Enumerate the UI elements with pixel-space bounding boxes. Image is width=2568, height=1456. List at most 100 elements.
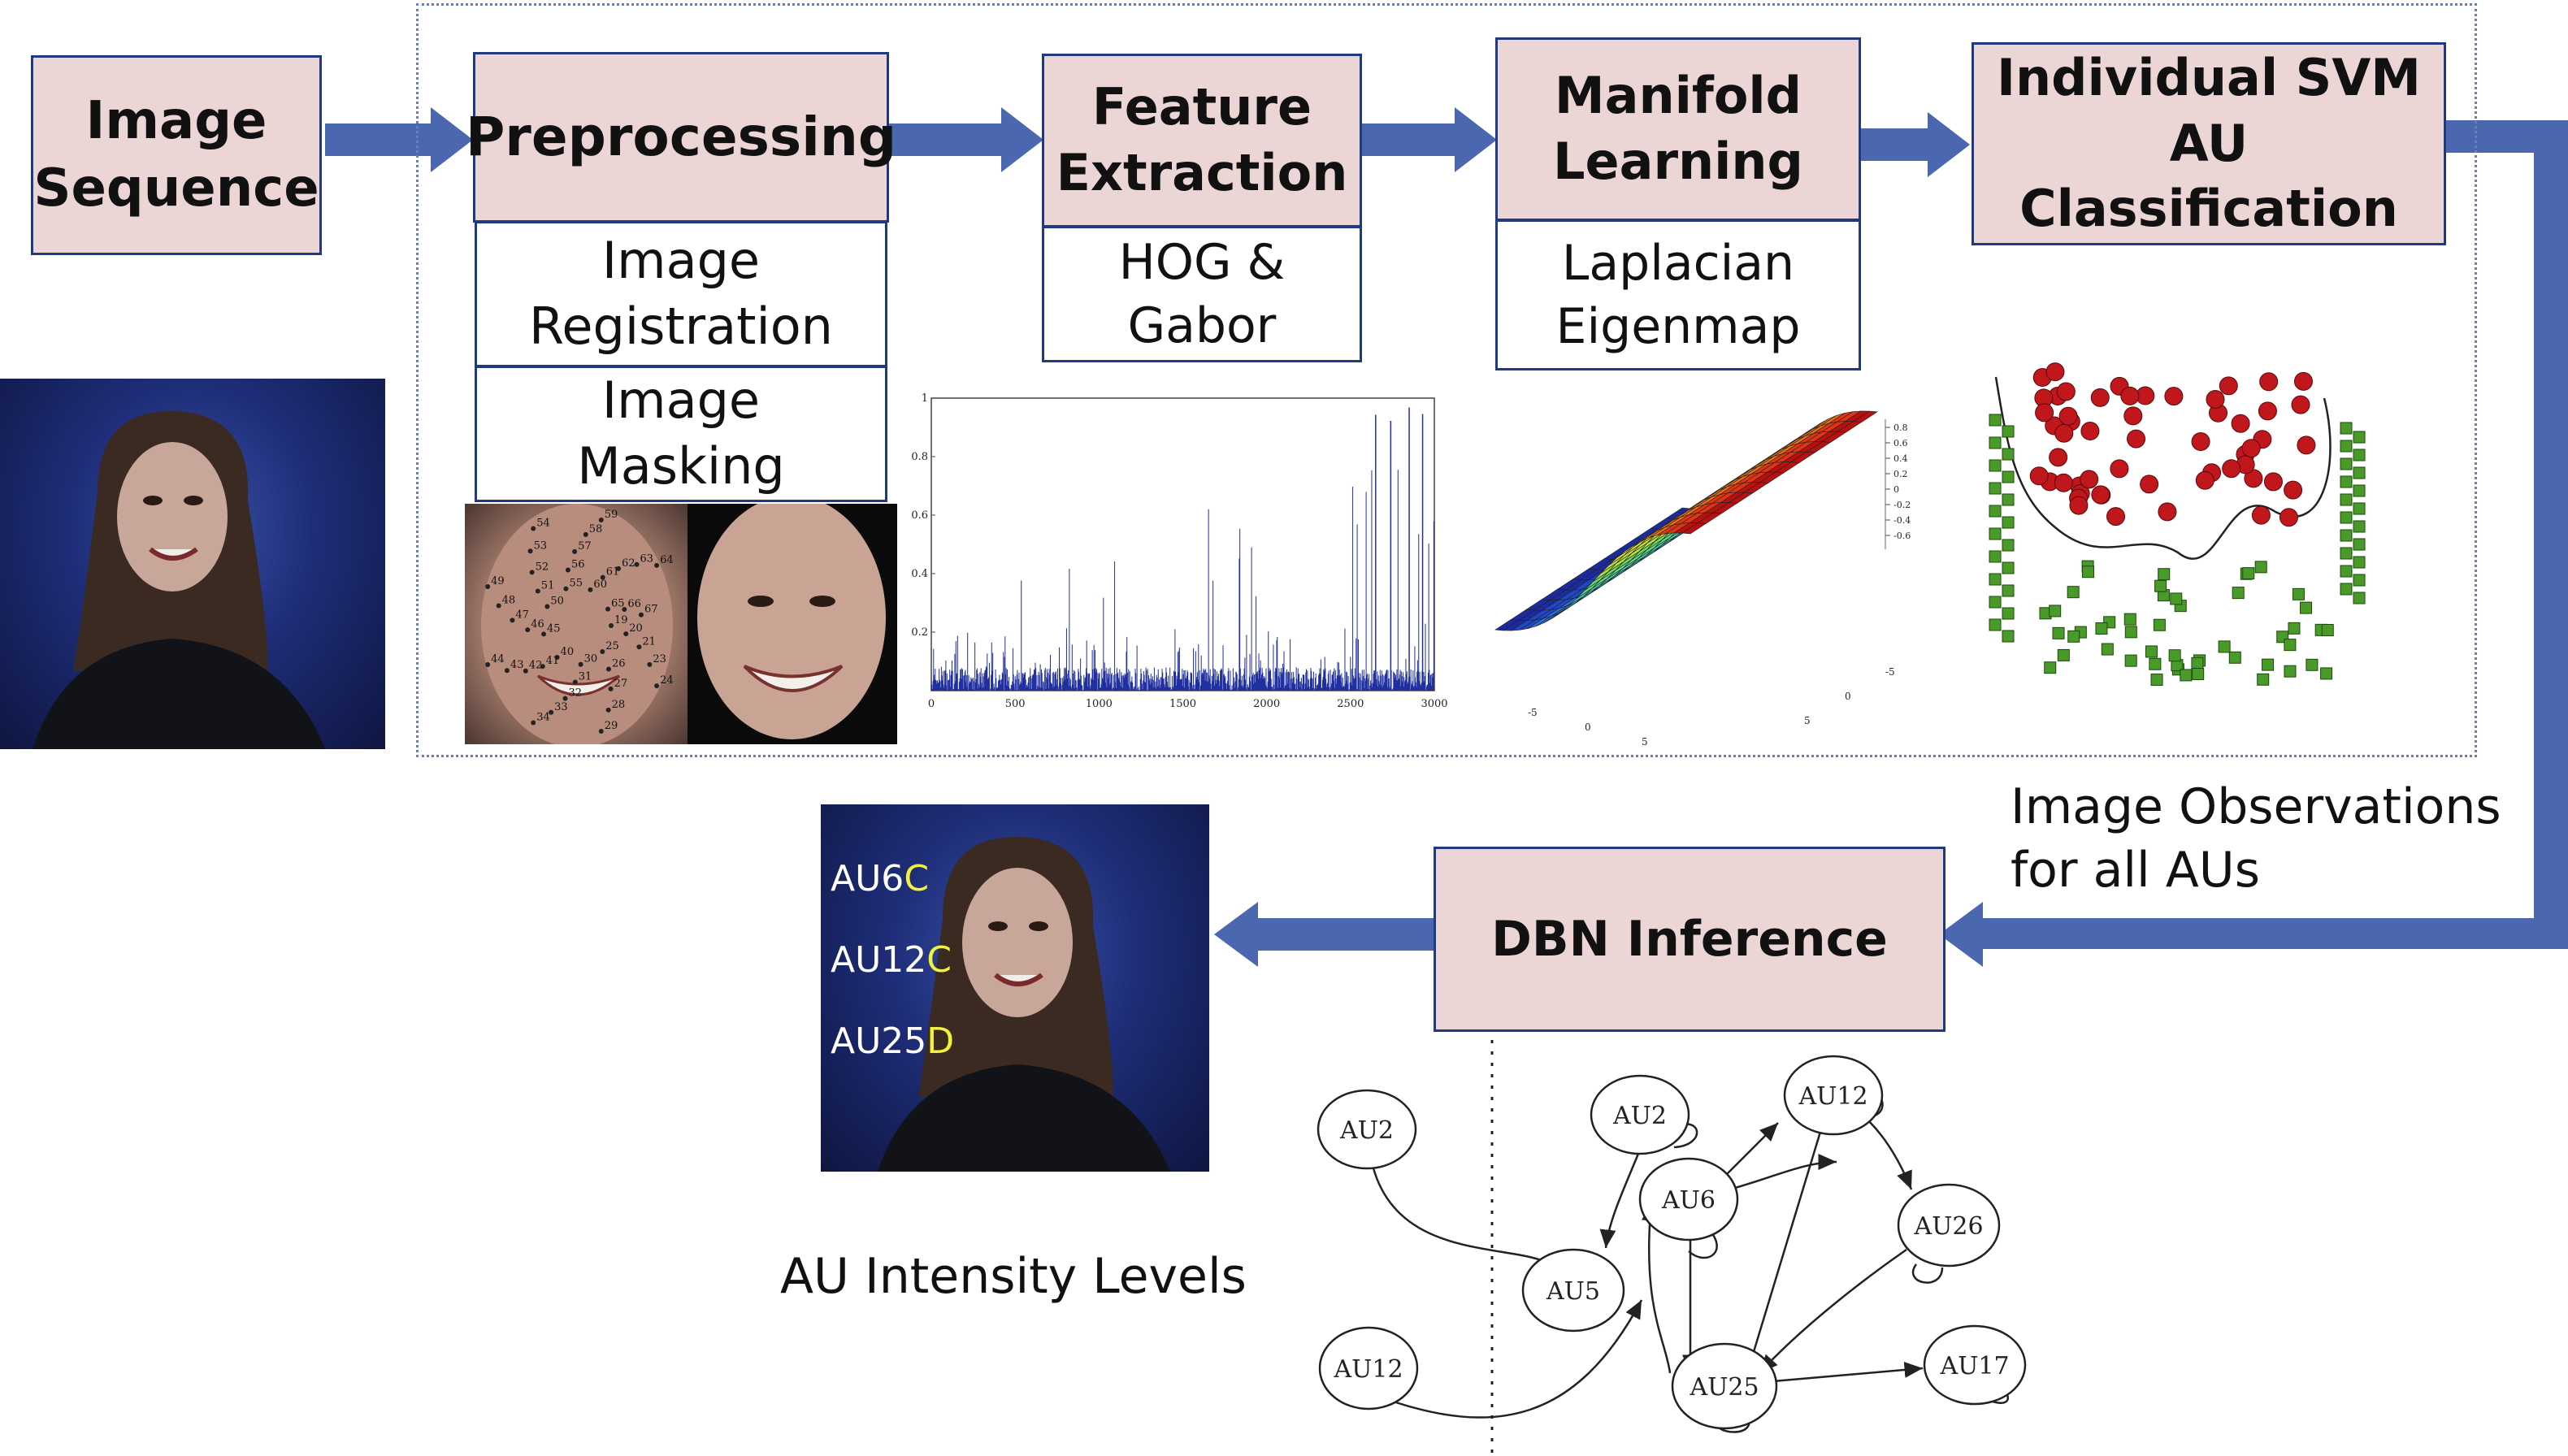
dbn-inference-label: DBN Inference [1491,911,1888,968]
scatter-point-class-b [2292,587,2305,600]
landmark-dot [529,570,535,575]
hog-gabor-label: HOG & Gabor [1118,234,1286,354]
dbn-node-au5 [1521,1248,1625,1332]
landmark-number: 64 [660,554,674,566]
scatter-point-class-b [2353,502,2366,515]
scatter-point-class-a [2069,496,2089,515]
landmark-number: 43 [510,659,524,671]
landmark-dot [654,562,660,568]
scatter-point-class-b [2180,669,2193,682]
landmark-dot [485,662,491,668]
dbn-label-au12-prev: AU12 [1333,1355,1403,1384]
landmark-dot [527,548,533,554]
scatter-point-class-b [2149,657,2162,670]
scatter-point-class-a [2110,459,2129,479]
surface-patch [1852,410,1878,422]
output-face-photo: AU6C AU12C AU25D [821,804,1209,1172]
scatter-point-class-b [2353,574,2366,587]
svm-scatter-plot [1989,362,2366,687]
landmark-number: 26 [612,657,626,670]
dbn-label-au5: AU5 [1546,1277,1600,1306]
scatter-point-class-a [2080,422,2100,441]
scatter-point-class-a [2091,485,2110,505]
chart-y-tick-label: 0.2 [911,626,928,639]
scatter-point-class-a [2206,390,2225,410]
scatter-point-class-b [2232,587,2245,600]
chart-plot-area [930,397,1435,691]
masked-face [697,504,886,739]
scatter-point-class-a [2090,388,2110,407]
chart-y-tick-label: 1 [922,392,928,405]
dbn-node-au26 [1897,1183,2001,1268]
landmark-dot [598,729,604,734]
landmark-dot [623,631,629,637]
chart-x-tick-label: 3000 [1421,698,1447,710]
surface-z-tick-label: -0.2 [1893,500,1911,510]
landmark-dot [616,566,622,571]
scatter-point-class-b [2284,665,2297,678]
au-overlay-name: AU25 [831,1020,927,1062]
image-sequence-label: Image Sequence [33,90,319,219]
scatter-point-class-b [1989,618,2002,631]
scatter-point-class-a [2054,423,2074,443]
landmark-dot [541,631,547,637]
surface-z-tick-label: -0.6 [1893,531,1911,541]
landmark-face-skin [481,504,673,744]
landmark-dot [600,649,605,655]
surface-z-tick-label: 0.6 [1893,438,1908,448]
surface-z-tick-label: -0.4 [1893,515,1911,526]
chart-y-tick-label: 0.4 [911,568,928,580]
scatter-point-class-b [2095,622,2108,635]
manifold-learning-label: Manifold Learning [1553,66,1803,191]
landmark-dot [572,548,578,554]
landmark-number: 49 [491,575,505,587]
landmark-dot [609,623,614,628]
landmark-dot [563,586,569,592]
scatter-point-class-a [2297,436,2316,455]
landmark-number: 24 [660,674,674,687]
landmark-number: 27 [614,678,628,690]
au-intensity-caption: AU Intensity Levels [780,1248,1268,1305]
scatter-point-class-b [1989,550,2002,563]
landmark-number: 45 [547,622,561,635]
landmark-dot [544,604,550,609]
scatter-point-class-a [2106,507,2126,526]
landmark-number: 34 [536,712,550,724]
scatter-point-class-b [2191,656,2204,670]
landmark-number: 42 [529,660,543,672]
dbn-node-au2 [1590,1074,1690,1155]
manifold-learning-box: Manifold Learning [1495,37,1861,221]
scatter-point-class-b [1989,414,2002,427]
landmark-number: 28 [612,699,626,711]
dbn-graph: AU2 AU12 AU2 AU12 AU6 AU26 AU5 AU25 AU17 [1317,1040,2027,1456]
svm-decision-boundary [1994,376,2332,560]
scatter-point-class-b [2320,667,2333,680]
scatter-point-class-b [1989,573,2002,586]
scatter-point-class-a [2029,466,2049,486]
landmark-dot [510,618,515,623]
scatter-point-class-b [2340,440,2353,453]
landmark-number: 41 [546,655,560,667]
au-intensity-label: AU Intensity Levels [780,1248,1247,1305]
dbn-inference-box: DBN Inference [1434,847,1946,1032]
chart-y-tick-label: 0.6 [911,509,928,522]
landmark-number: 31 [579,671,592,683]
au-overlay-level: C [926,939,952,981]
surface-y-tick-label: -5 [1885,666,1895,678]
scatter-point-class-b [1989,527,2002,540]
landmark-number: 48 [502,594,516,606]
scatter-point-class-a [2056,382,2076,401]
scatter-point-class-b [2306,658,2319,671]
scatter-point-class-a [2279,508,2298,527]
landmark-number: 25 [605,640,619,652]
landmark-dot [531,720,536,726]
landmark-dot [605,666,611,672]
landmark-number: 60 [593,578,607,591]
landmark-dot [588,587,593,592]
scatter-point-class-b [2123,613,2136,626]
scatter-point-class-b [1989,459,2002,472]
scatter-point-class-b [2288,622,2301,635]
arrow-preprocessing-to-feature [887,107,1043,172]
scatter-point-class-b [1989,436,2002,449]
scatter-point-class-b [2145,645,2158,658]
